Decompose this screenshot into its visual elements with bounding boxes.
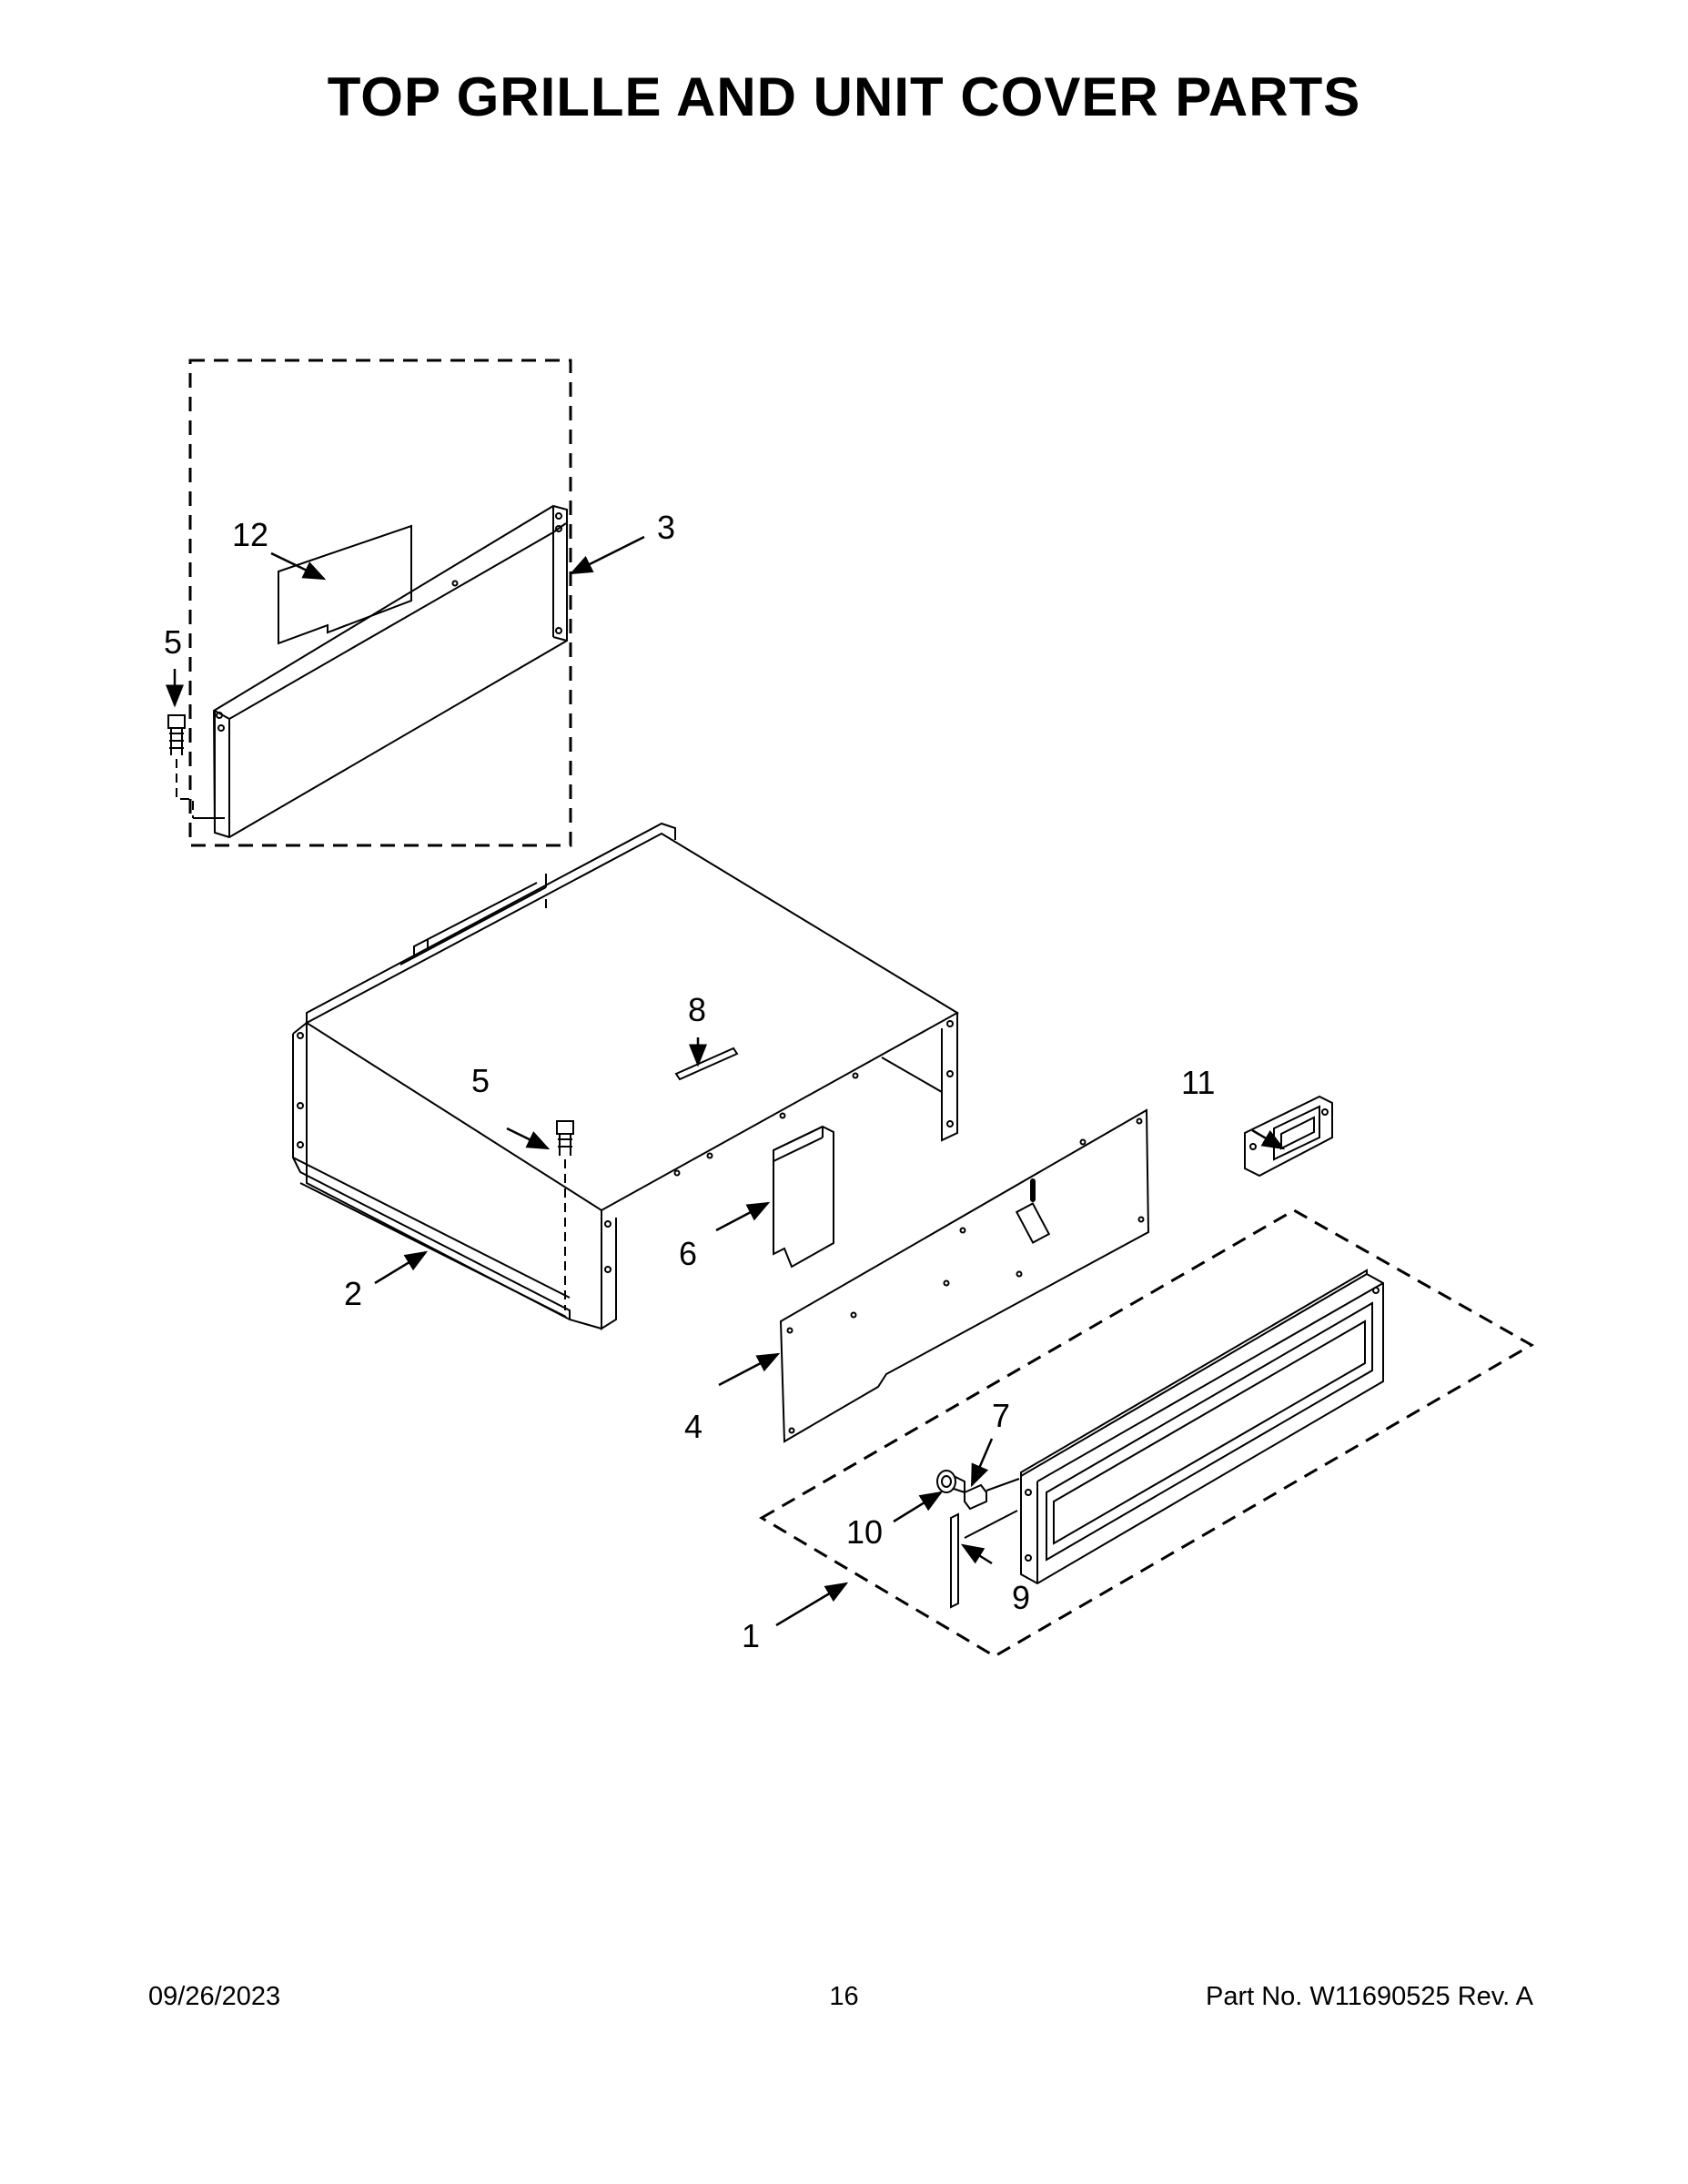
screw-lower <box>556 1120 574 1310</box>
screw-upper <box>167 714 225 819</box>
unit-cover <box>292 822 959 1330</box>
grille-label <box>278 524 412 645</box>
callout-12: 12 <box>232 516 268 553</box>
knob-part <box>936 1470 965 1494</box>
vertical-strip-part <box>950 1510 1018 1609</box>
rear-panel <box>779 1108 1150 1443</box>
callout-5-lower: 5 <box>471 1062 490 1099</box>
callout-3: 3 <box>657 509 675 546</box>
callout-5-upper: 5 <box>164 623 182 661</box>
callout-10: 10 <box>846 1513 883 1551</box>
callout-4: 4 <box>684 1408 702 1445</box>
grille-group-box <box>188 359 572 847</box>
leader-arrows <box>166 535 1286 1627</box>
front-grille-group-box <box>759 1208 1535 1658</box>
callout-6: 6 <box>679 1235 697 1272</box>
callout-7: 7 <box>992 1397 1010 1434</box>
callout-1: 1 <box>742 1617 760 1654</box>
cover-strip <box>674 1046 739 1081</box>
footer-date: 09/26/2023 <box>148 1982 281 2011</box>
front-frame <box>1020 1269 1384 1585</box>
callout-2: 2 <box>344 1275 362 1312</box>
hinge-bracket <box>1244 1095 1333 1178</box>
callout-9: 9 <box>1012 1579 1030 1616</box>
callout-8: 8 <box>688 991 706 1028</box>
page-title: TOP GRILLE AND UNIT COVER PARTS <box>327 66 1361 127</box>
top-grille-panel <box>212 504 568 839</box>
footer-part-number: Part No. W11690525 Rev. A <box>1205 1982 1533 2011</box>
callout-11: 11 <box>1181 1064 1215 1101</box>
cover-bracket <box>773 1125 834 1269</box>
footer-page-number: 16 <box>829 1982 859 2011</box>
